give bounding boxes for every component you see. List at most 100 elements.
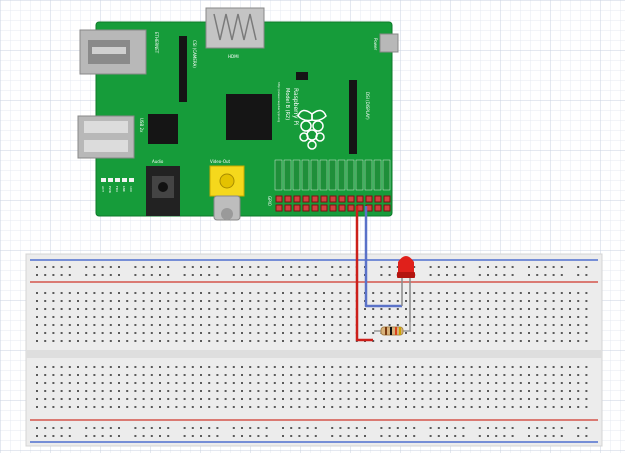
breadboard-hole[interactable] — [77, 316, 79, 318]
breadboard-hole[interactable] — [159, 300, 161, 302]
gpio-pin[interactable] — [275, 204, 283, 212]
breadboard-hole[interactable] — [552, 340, 555, 342]
breadboard-hole[interactable] — [60, 274, 63, 276]
breadboard-hole[interactable] — [519, 300, 522, 302]
breadboard-hole[interactable] — [323, 398, 325, 400]
breadboard-hole[interactable] — [388, 374, 391, 376]
breadboard-hole[interactable] — [224, 292, 227, 294]
breadboard-hole[interactable] — [454, 398, 457, 400]
breadboard-hole[interactable] — [528, 406, 530, 408]
breadboard-hole[interactable] — [52, 435, 55, 437]
breadboard-hole[interactable] — [585, 340, 588, 342]
breadboard-hole[interactable] — [347, 366, 350, 368]
breadboard-hole[interactable] — [118, 340, 120, 342]
breadboard-hole[interactable] — [36, 274, 38, 276]
breadboard-hole[interactable] — [388, 340, 391, 342]
breadboard-hole[interactable] — [44, 427, 47, 429]
breadboard-hole[interactable] — [380, 374, 383, 376]
breadboard-hole[interactable] — [85, 427, 88, 429]
breadboard-hole[interactable] — [405, 406, 407, 408]
breadboard-hole[interactable] — [364, 324, 366, 326]
breadboard-hole[interactable] — [306, 340, 309, 342]
gpio-pin[interactable] — [311, 195, 319, 203]
breadboard-hole[interactable] — [44, 266, 47, 268]
gpio-pin[interactable] — [338, 195, 346, 203]
breadboard-hole[interactable] — [118, 366, 120, 368]
breadboard-hole[interactable] — [380, 398, 383, 400]
breadboard-hole[interactable] — [200, 382, 202, 384]
breadboard-hole[interactable] — [429, 435, 432, 437]
gpio-pin[interactable] — [293, 195, 301, 203]
breadboard-hole[interactable] — [405, 427, 407, 429]
breadboard-hole[interactable] — [487, 382, 489, 384]
breadboard-hole[interactable] — [487, 308, 489, 310]
breadboard-hole[interactable] — [216, 382, 219, 384]
breadboard-hole[interactable] — [478, 292, 481, 294]
gpio-pin[interactable] — [329, 204, 337, 212]
breadboard-hole[interactable] — [159, 398, 161, 400]
breadboard-hole[interactable] — [454, 340, 457, 342]
breadboard-hole[interactable] — [511, 406, 514, 408]
breadboard-hole[interactable] — [241, 266, 243, 268]
breadboard-hole[interactable] — [380, 324, 383, 326]
breadboard-hole[interactable] — [470, 332, 473, 334]
breadboard-hole[interactable] — [355, 398, 358, 400]
breadboard-hole[interactable] — [257, 374, 260, 376]
breadboard-hole[interactable] — [396, 374, 399, 376]
breadboard-hole[interactable] — [232, 435, 235, 437]
breadboard-hole[interactable] — [101, 340, 104, 342]
breadboard-hole[interactable] — [60, 398, 63, 400]
breadboard-hole[interactable] — [405, 292, 407, 294]
breadboard-hole[interactable] — [306, 427, 309, 429]
breadboard-hole[interactable] — [306, 292, 309, 294]
breadboard-hole[interactable] — [347, 266, 350, 268]
breadboard-hole[interactable] — [421, 300, 424, 302]
breadboard-hole[interactable] — [290, 266, 293, 268]
breadboard-hole[interactable] — [429, 332, 432, 334]
breadboard-hole[interactable] — [577, 300, 580, 302]
breadboard-hole[interactable] — [585, 274, 588, 276]
breadboard-hole[interactable] — [331, 398, 334, 400]
breadboard-hole[interactable] — [331, 390, 334, 392]
breadboard-hole[interactable] — [216, 300, 219, 302]
breadboard-hole[interactable] — [585, 316, 588, 318]
breadboard-hole[interactable] — [585, 390, 588, 392]
breadboard-hole[interactable] — [36, 406, 38, 408]
breadboard-hole[interactable] — [560, 316, 563, 318]
breadboard-hole[interactable] — [495, 300, 498, 302]
breadboard-hole[interactable] — [298, 316, 301, 318]
breadboard-hole[interactable] — [36, 300, 38, 302]
breadboard-hole[interactable] — [142, 308, 145, 310]
breadboard-hole[interactable] — [241, 332, 243, 334]
breadboard-hole[interactable] — [511, 332, 514, 334]
breadboard-hole[interactable] — [118, 427, 120, 429]
breadboard-hole[interactable] — [167, 435, 170, 437]
breadboard-hole[interactable] — [216, 427, 219, 429]
breadboard-hole[interactable] — [183, 324, 186, 326]
breadboard-hole[interactable] — [109, 398, 112, 400]
breadboard-hole[interactable] — [478, 406, 481, 408]
breadboard-hole[interactable] — [503, 332, 506, 334]
breadboard-hole[interactable] — [36, 308, 38, 310]
breadboard-hole[interactable] — [134, 292, 137, 294]
breadboard-hole[interactable] — [462, 374, 465, 376]
breadboard-hole[interactable] — [101, 435, 104, 437]
breadboard-hole[interactable] — [470, 406, 473, 408]
breadboard-hole[interactable] — [60, 427, 63, 429]
breadboard-hole[interactable] — [569, 332, 571, 334]
breadboard-hole[interactable] — [552, 406, 555, 408]
breadboard-hole[interactable] — [298, 324, 301, 326]
breadboard-hole[interactable] — [503, 274, 506, 276]
breadboard-hole[interactable] — [331, 266, 334, 268]
breadboard-hole[interactable] — [585, 427, 588, 429]
breadboard-hole[interactable] — [560, 266, 563, 268]
breadboard-hole[interactable] — [200, 316, 202, 318]
breadboard-hole[interactable] — [388, 382, 391, 384]
breadboard-hole[interactable] — [68, 266, 71, 268]
breadboard-hole[interactable] — [528, 274, 530, 276]
breadboard-hole[interactable] — [60, 266, 63, 268]
breadboard-hole[interactable] — [331, 427, 334, 429]
breadboard-hole[interactable] — [495, 324, 498, 326]
breadboard-hole[interactable] — [331, 316, 334, 318]
breadboard-hole[interactable] — [167, 374, 170, 376]
